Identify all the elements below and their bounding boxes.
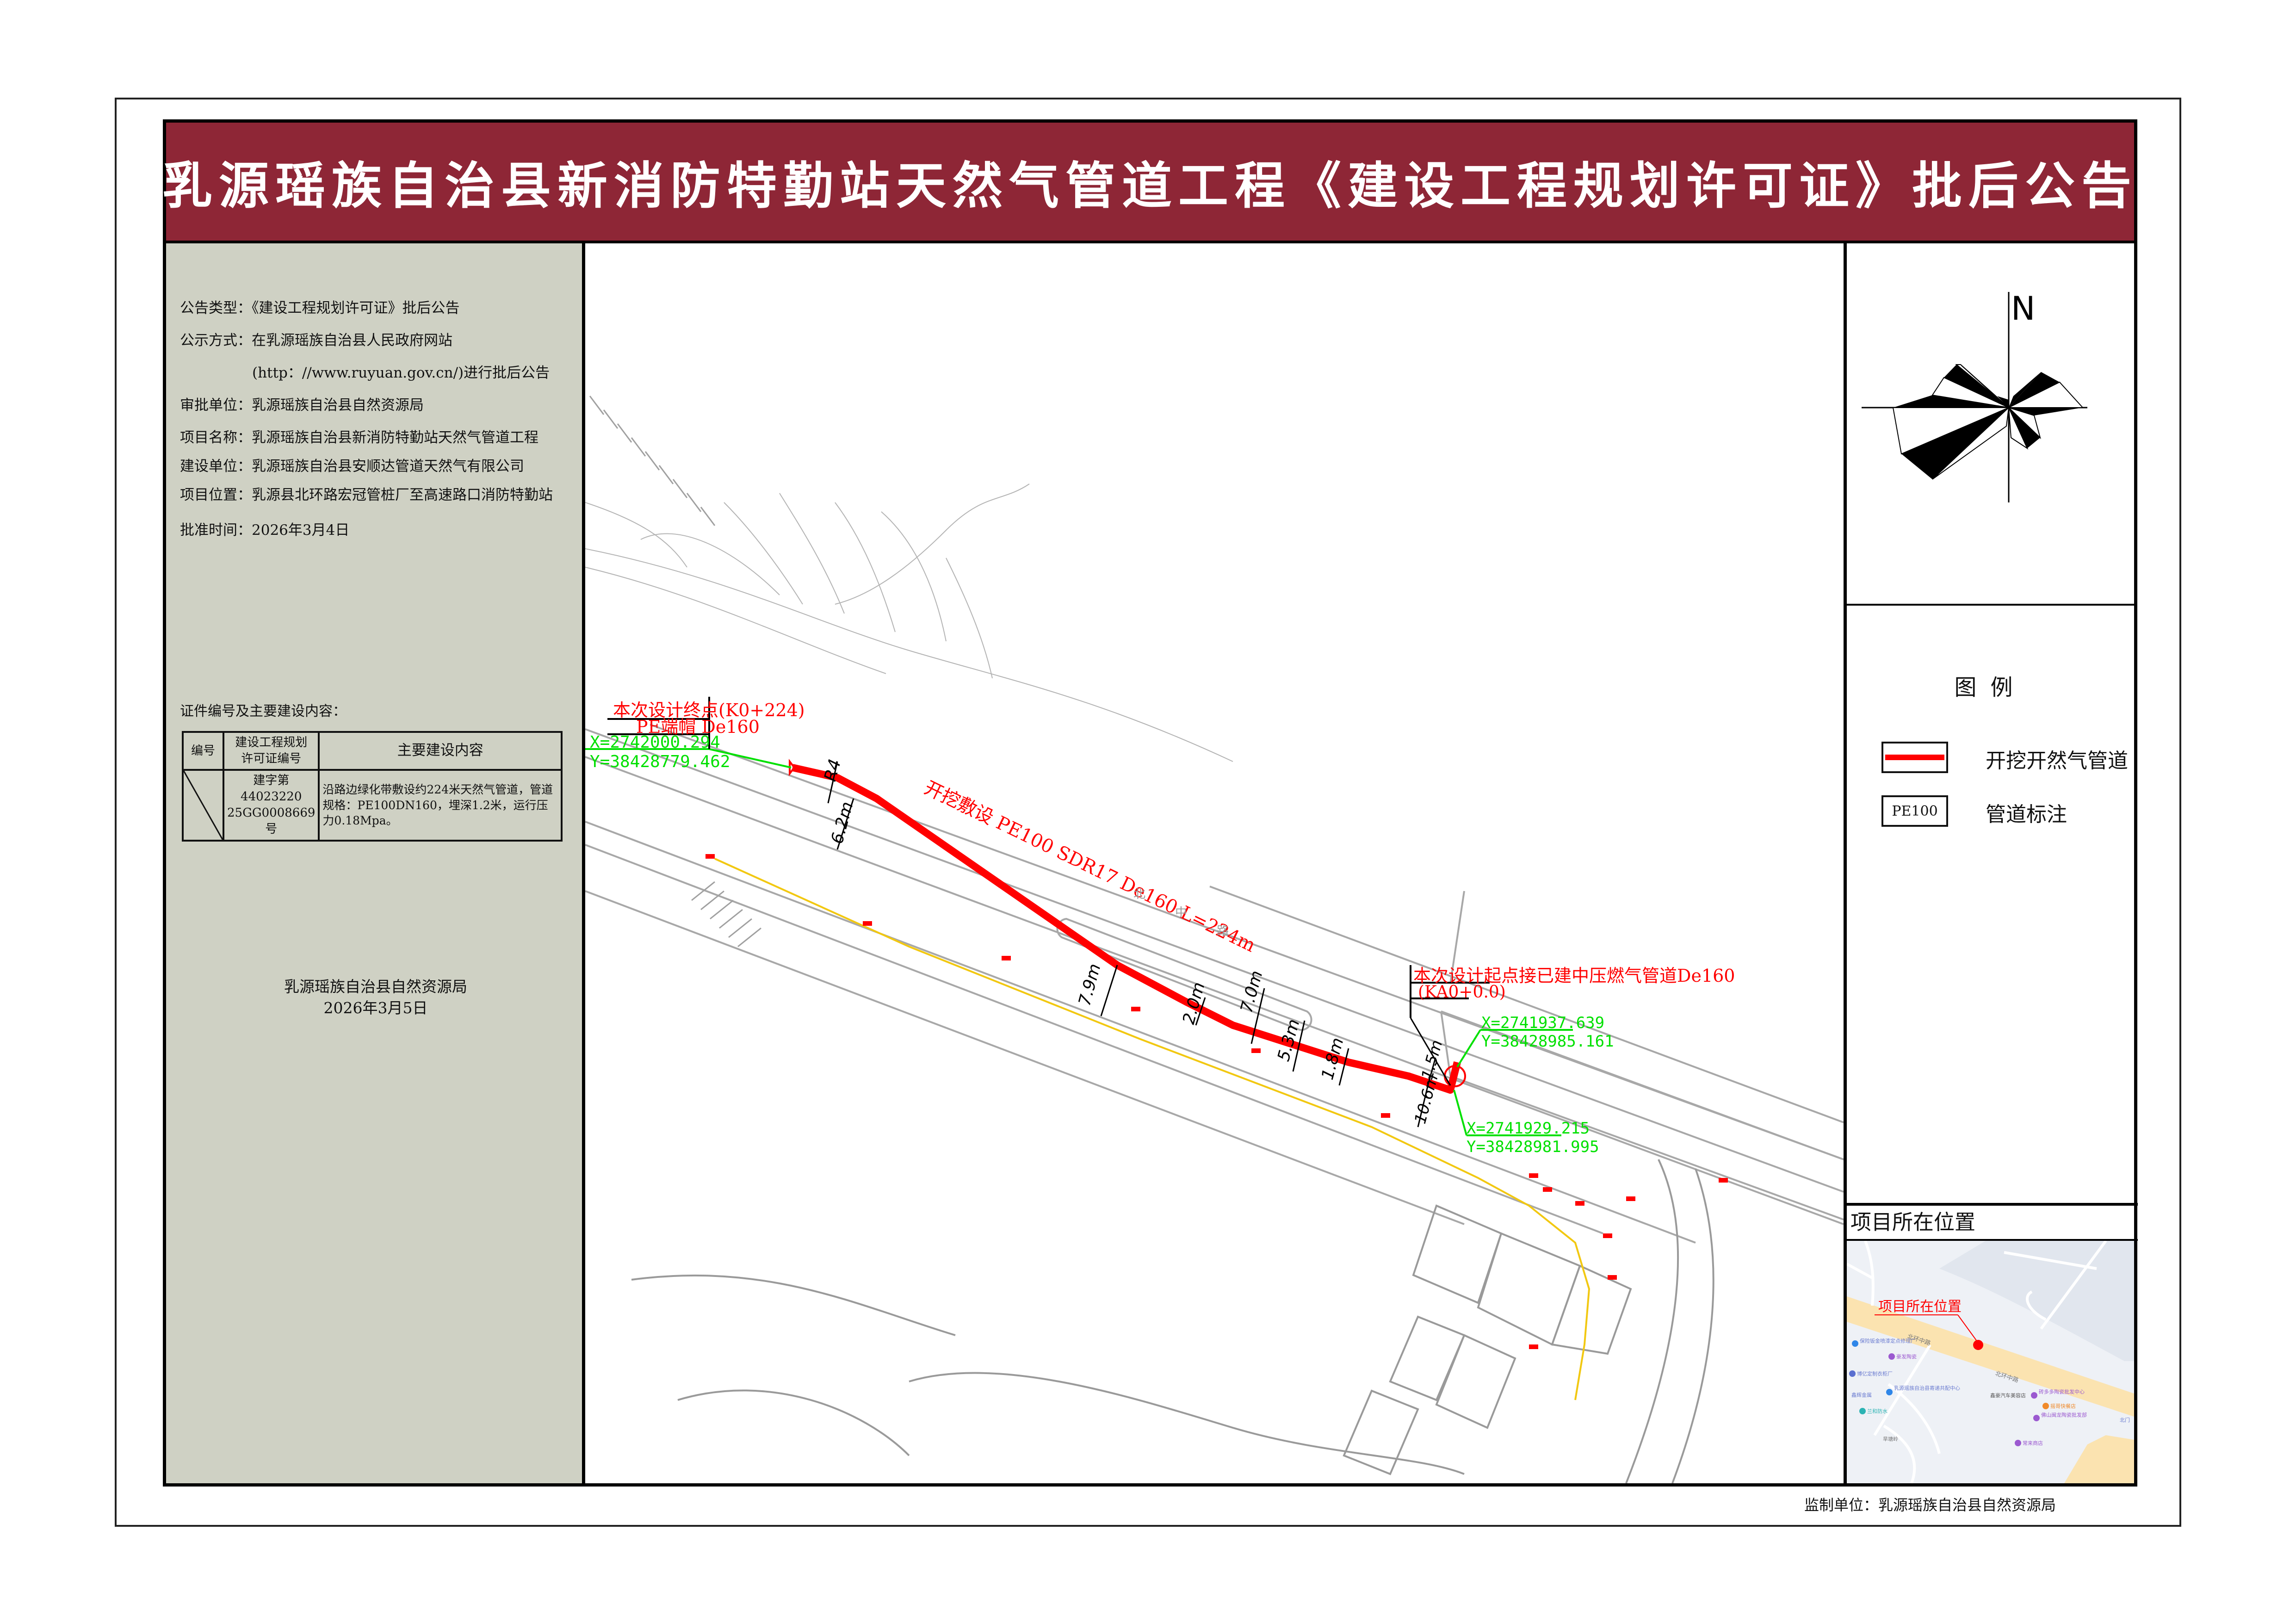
svg-text:7.9m: 7.9m (1075, 962, 1104, 1008)
svg-text:X=2742000.294: X=2742000.294 (590, 733, 720, 752)
svg-text:豪发陶瓷: 豪发陶瓷 (1896, 1353, 1917, 1360)
svg-text:中: 中 (1175, 906, 1187, 920)
svg-text:X=2741937.639: X=2741937.639 (1481, 1014, 1604, 1032)
info-announcement-type: 公告类型：《建设工程规划许可证》批后公告 (180, 300, 460, 316)
existing-gas-line (714, 858, 1590, 1400)
info-builder: 建设单位：乳源瑶族自治县安顺达管道天然气有限公司 (180, 458, 524, 475)
table-header-row: 编号 建设工程规划 许可证编号 主要建设内容 (182, 731, 563, 771)
buildings (631, 1159, 1714, 1483)
legend-symbol-pe100: PE100 (1881, 795, 1948, 827)
title-band: 乳源瑶族自治县新消防特勤站天然气管道工程《建设工程规划许可证》批后公告 (162, 123, 2134, 243)
svg-text:常来商店: 常来商店 (2023, 1440, 2043, 1446)
supervision-unit: 监制单位：乳源瑶族自治县自然资源局 (1804, 1496, 2056, 1514)
inner-frame (163, 119, 2137, 1487)
outer-frame (115, 98, 2181, 1527)
header-main-content: 主要建设内容 (318, 731, 563, 771)
svg-text:北门: 北门 (2120, 1417, 2130, 1423)
embankment-hatch (589, 396, 761, 948)
location-map[interactable]: 项目所在位置 北环中路 北环中路 保险钣金喷漆定点修理厂 豪发陶瓷 博亿定制衣柜… (1847, 1241, 2134, 1483)
svg-text:项目所在位置: 项目所在位置 (1878, 1299, 1962, 1315)
svg-text:博亿定制衣柜厂: 博亿定制衣柜厂 (1857, 1370, 1893, 1377)
svg-text:(KA0+0.0): (KA0+0.0) (1418, 983, 1506, 1002)
location-map-svg: 项目所在位置 北环中路 北环中路 保险钣金喷漆定点修理厂 豪发陶瓷 博亿定制衣柜… (1847, 1241, 2134, 1483)
legend-label-pipe: 开挖开然气管道 (1986, 749, 2128, 773)
svg-text:砖多多陶瓷批发中心: 砖多多陶瓷批发中心 (2039, 1388, 2085, 1395)
signature-date: 2026年3月5日 (323, 999, 428, 1017)
svg-text:路: 路 (1217, 924, 1229, 938)
svg-text:2.0m: 2.0m (1179, 980, 1208, 1027)
valve-markers (706, 854, 1728, 1349)
info-approval-date: 批准时间：2026年3月4日 (180, 522, 350, 539)
main-road (1847, 1296, 2134, 1417)
svg-text:兰和防水: 兰和防水 (1867, 1408, 1888, 1414)
legend-symbol-red-pipe (1881, 742, 1948, 773)
svg-text:保险钣金喷漆定点修理厂: 保险钣金喷漆定点修理厂 (1860, 1338, 1916, 1344)
svg-text:Y=38428981.995: Y=38428981.995 (1467, 1138, 1599, 1156)
diagonal-slash (184, 771, 223, 839)
info-publicity-method: 公示方式：在乳源瑶族自治县人民政府网站 (180, 332, 452, 349)
planned-gas-pipe (792, 764, 1461, 1094)
svg-text:6.2m: 6.2m (828, 800, 857, 846)
svg-text:X=2741929.215: X=2741929.215 (1467, 1119, 1590, 1138)
svg-text:Y=38428779.462: Y=38428779.462 (590, 752, 730, 771)
cell-number (182, 769, 224, 842)
svg-text:鑫豪汽车美容店: 鑫豪汽车美容店 (1990, 1392, 2026, 1399)
contour-lines (585, 483, 1233, 762)
certificate-section-title: 证件编号及主要建设内容： (180, 703, 347, 719)
header-number: 编号 (182, 731, 224, 771)
right-column: N 图例 开挖开然气管道 PE100 管道标注 项目所在位置 (1844, 243, 2138, 1483)
cell-permit-number: 建字第44023220 25GG0008669号 (222, 769, 320, 842)
project-location-marker-icon (1973, 1340, 1983, 1350)
site-plan-drawing: 本次设计终点(K0+224) PE端帽 De160 X=2742000.294 … (585, 243, 1844, 1483)
legend-title: 图例 (1954, 675, 2027, 700)
end-point-callout: 本次设计终点(K0+224) PE端帽 De160 X=2742000.294 … (585, 697, 805, 771)
svg-text:Y=38428985.161: Y=38428985.161 (1481, 1032, 1614, 1051)
north-arrow-panel: N (1847, 243, 2134, 606)
svg-text:摇哥快餐店: 摇哥快餐店 (2050, 1403, 2076, 1409)
info-location: 项目位置：乳源县北环路宏冠管桩厂至高速路口消防特勤站 (180, 487, 553, 503)
table-row: 建字第44023220 25GG0008669号 沿路边绿化带敷设约224米天然… (182, 769, 563, 842)
svg-text:本次设计终点(K0+224): 本次设计终点(K0+224) (613, 700, 805, 720)
svg-text:佛山闽龙陶瓷批发部: 佛山闽龙陶瓷批发部 (2041, 1412, 2087, 1418)
svg-text:旱塘岭: 旱塘岭 (1883, 1436, 1898, 1442)
start-point-callout: 本次设计起点接已建中压燃气管道De160 (KA0+0.0) X=2741937… (1410, 965, 1735, 1156)
legend-label-annotation: 管道标注 (1986, 803, 2067, 826)
svg-text:5.3m: 5.3m (1274, 1017, 1303, 1064)
location-header: 项目所在位置 (1847, 1203, 2138, 1241)
road-lines (585, 724, 1844, 1244)
signature-org: 乳源瑶族自治县自然资源局 (284, 978, 467, 996)
svg-text:北: 北 (1133, 887, 1145, 901)
page-title: 乳源瑶族自治县新消防特勤站天然气管道工程《建设工程规划许可证》批后公告 (162, 157, 2138, 215)
svg-text:PE端帽 De160: PE端帽 De160 (636, 717, 760, 737)
info-panel: 公告类型：《建设工程规划许可证》批后公告 公示方式：在乳源瑶族自治县人民政府网站… (166, 243, 585, 1483)
info-project-name: 项目名称：乳源瑶族自治县新消防特勤站天然气管道工程 (180, 429, 538, 446)
north-arrow-icon: N (1862, 290, 2087, 502)
svg-text:鑫辉金属: 鑫辉金属 (1851, 1392, 1872, 1398)
info-website-link[interactable]: (http：//www.ruyuan.gov.cn/)进行批后公告 (252, 365, 550, 381)
info-approval-unit: 审批单位：乳源瑶族自治县自然资源局 (180, 397, 424, 414)
svg-text:乳源瑶族自治县寄递共配中心: 乳源瑶族自治县寄递共配中心 (1894, 1385, 1960, 1391)
dimension-markers: R4 6.2m 7.9m 2.0m 7.0m 5.3m 1.8m 1.5m 10… (821, 757, 1446, 1127)
road-name-labels: 北 中 路 (1133, 887, 1229, 938)
certificate-table: 编号 建设工程规划 许可证编号 主要建设内容 建字第44023220 25GG0… (182, 731, 563, 842)
site-plan-svg: 本次设计终点(K0+224) PE端帽 De160 X=2742000.294 … (585, 396, 1844, 1483)
header-permit-number: 建设工程规划 许可证编号 (222, 731, 320, 771)
cell-main-content: 沿路边绿化带敷设约224米天然气管道，管道规格：PE100DN160，埋深1.2… (318, 769, 563, 842)
svg-text:本次设计起点接已建中压燃气管道De160: 本次设计起点接已建中压燃气管道De160 (1413, 966, 1735, 986)
red-line-icon (1885, 755, 1944, 760)
svg-text:N: N (2011, 290, 2035, 328)
